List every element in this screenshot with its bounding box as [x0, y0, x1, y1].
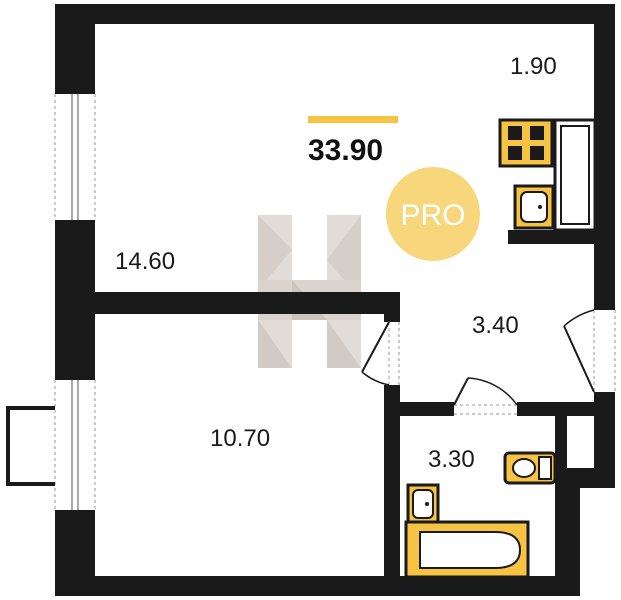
pro-badge-circle — [386, 167, 480, 261]
entrance-door — [563, 309, 616, 393]
window-living — [54, 94, 96, 220]
bedroom-door — [361, 321, 400, 386]
kitchen-counter — [553, 118, 597, 232]
interior-walls — [95, 230, 595, 576]
room-area-hall: 3.40 — [472, 312, 519, 339]
balcony — [6, 406, 55, 486]
total-area: 33.90 — [308, 134, 383, 167]
room-area-bedroom: 10.70 — [210, 425, 270, 452]
bathtub-icon — [404, 520, 530, 579]
room-area-kitchen: 1.90 — [510, 53, 557, 80]
total-accent-bar — [308, 116, 398, 123]
kitchen-sink-icon — [513, 184, 555, 230]
window-bedroom — [54, 380, 96, 510]
toilet-icon — [503, 451, 557, 485]
watermark-logo — [258, 215, 361, 368]
room-area-living: 14.60 — [115, 248, 175, 275]
pro-badge: PRO — [400, 199, 465, 232]
bathroom-door — [453, 377, 518, 415]
outer-walls — [55, 4, 615, 596]
room-area-bathroom: 3.30 — [428, 446, 475, 473]
stove-icon — [498, 118, 554, 168]
washbasin-icon — [406, 483, 440, 525]
